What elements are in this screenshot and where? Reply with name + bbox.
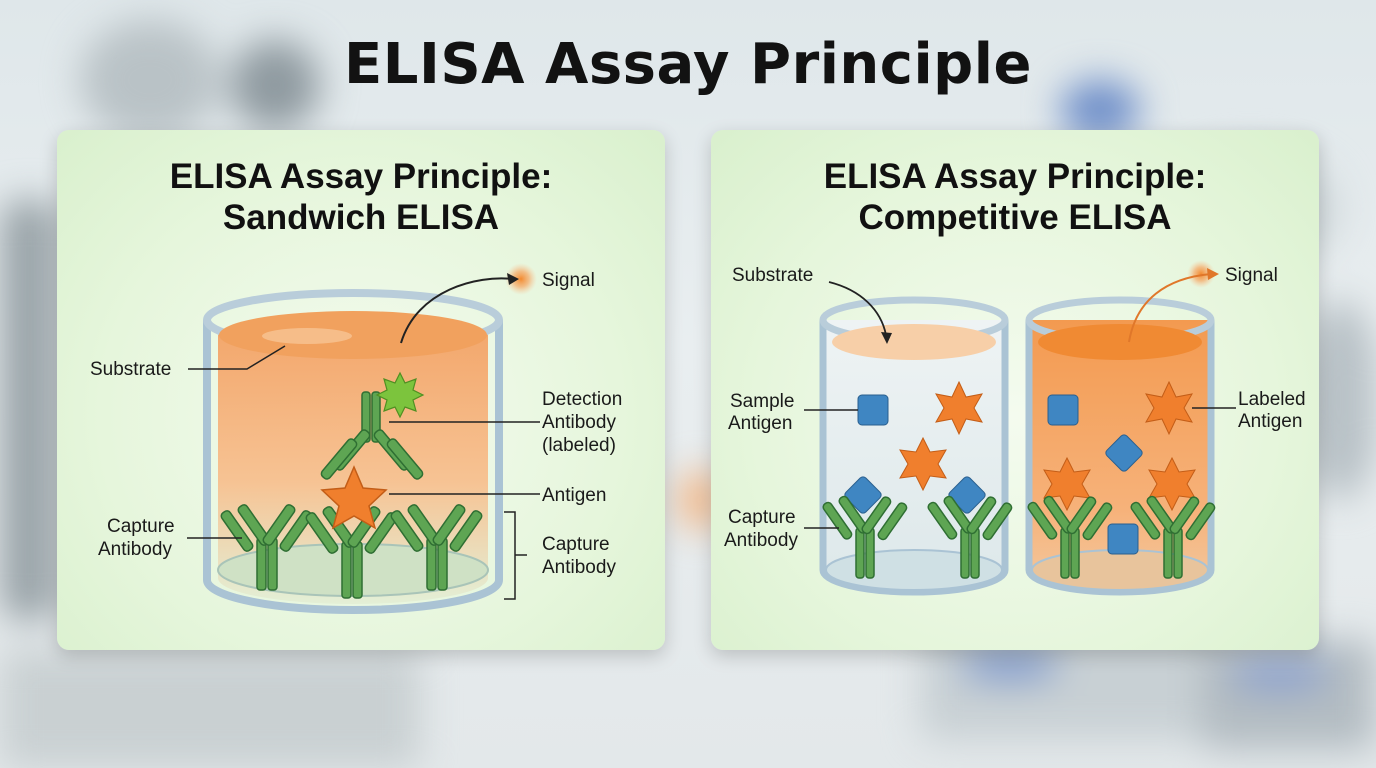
labeled-antigen-icon xyxy=(899,436,947,492)
signal-label: Signal xyxy=(542,270,595,291)
sandwich-diagram: Signal Substrate Detection Antibody (lab… xyxy=(90,263,622,614)
competitive-title-line2: Competitive ELISA xyxy=(858,198,1172,237)
leader-lines xyxy=(187,345,540,600)
substrate-surface-orange xyxy=(1038,324,1202,360)
capture-antibody-icon xyxy=(220,504,313,591)
leader-lines xyxy=(804,407,1236,529)
substrate-surface-pale xyxy=(832,324,996,360)
sample-antigen-label-line2: Antigen xyxy=(728,413,792,434)
sandwich-title-line2: Sandwich ELISA xyxy=(222,198,500,237)
labeled-antigen-label-line2: Antigen xyxy=(1238,411,1302,432)
competitive-panel-title: ELISA Assay Principle: Competitive ELISA xyxy=(711,156,1319,238)
sample-antigen-icon xyxy=(844,476,882,514)
labeled-antigen-icon xyxy=(935,380,983,436)
signal-arrow xyxy=(1128,273,1212,343)
capture-antibody-icon xyxy=(390,504,483,591)
main-title: ELISA Assay Principle xyxy=(344,32,1032,97)
antigen-star-icon xyxy=(320,465,388,530)
signal-arrowhead-icon xyxy=(507,273,519,285)
capture-antibody-icon xyxy=(305,506,398,599)
capture-right-label-line1: Capture xyxy=(542,534,610,555)
substrate-label: Substrate xyxy=(732,265,813,286)
detection-label-line3: (labeled) xyxy=(542,435,616,456)
substrate-label: Substrate xyxy=(90,359,171,380)
detection-label-line2: Antibody xyxy=(542,412,616,433)
labeled-antigen-icon xyxy=(1148,456,1196,512)
capture-left-label-line2: Antibody xyxy=(98,539,172,560)
sandwich-elisa-panel: ELISA Assay Principle: Sandwich ELISA xyxy=(57,130,665,650)
competitive-elisa-panel: ELISA Assay Principle: Competitive ELISA xyxy=(711,130,1319,650)
substrate-arrowhead-icon xyxy=(881,332,892,344)
sandwich-panel-title: ELISA Assay Principle: Sandwich ELISA xyxy=(57,156,665,238)
competitive-title-line1: ELISA Assay Principle: xyxy=(823,157,1207,196)
capture-antibody-icon xyxy=(1027,495,1113,579)
sample-antigen-icon xyxy=(857,394,889,426)
sample-antigen-label-line1: Sample xyxy=(730,391,794,412)
competitive-diagram: Substrate Signal Sample Antigen Labeled … xyxy=(724,260,1306,596)
signal-arrowhead-icon xyxy=(1207,268,1219,280)
capture-left-label-line1: Capture xyxy=(107,516,175,537)
signal-arrow xyxy=(400,277,514,344)
sample-antigen-icon xyxy=(1107,523,1139,555)
capture-antibody-icon xyxy=(1130,495,1216,579)
capture-antibody-label-line2: Antibody xyxy=(724,530,798,551)
capture-antibody-label-line1: Capture xyxy=(728,507,796,528)
signal-label: Signal xyxy=(1225,265,1278,286)
substrate-arrow xyxy=(828,281,887,336)
substrate-surface xyxy=(219,311,487,359)
sandwich-title-line1: ELISA Assay Principle: xyxy=(169,157,553,196)
sample-antigen-icon xyxy=(1105,434,1143,472)
labeled-antigen-label-line1: Labeled xyxy=(1238,389,1306,410)
antigen-label: Antigen xyxy=(542,485,606,506)
detection-label-line1: Detection xyxy=(542,389,622,410)
labeled-antigen-icon xyxy=(1043,456,1091,512)
detection-antibody-icon xyxy=(320,391,424,480)
capture-antibody-icon xyxy=(927,495,1013,579)
capture-right-label-line2: Antibody xyxy=(542,557,616,578)
detection-label-star-icon xyxy=(375,371,425,419)
capture-antibody-icon xyxy=(822,495,908,579)
labeled-antigen-icon xyxy=(1145,380,1193,436)
signal-glow-icon xyxy=(1187,260,1215,288)
signal-glow-icon xyxy=(505,263,537,295)
sample-antigen-icon xyxy=(1047,394,1079,426)
